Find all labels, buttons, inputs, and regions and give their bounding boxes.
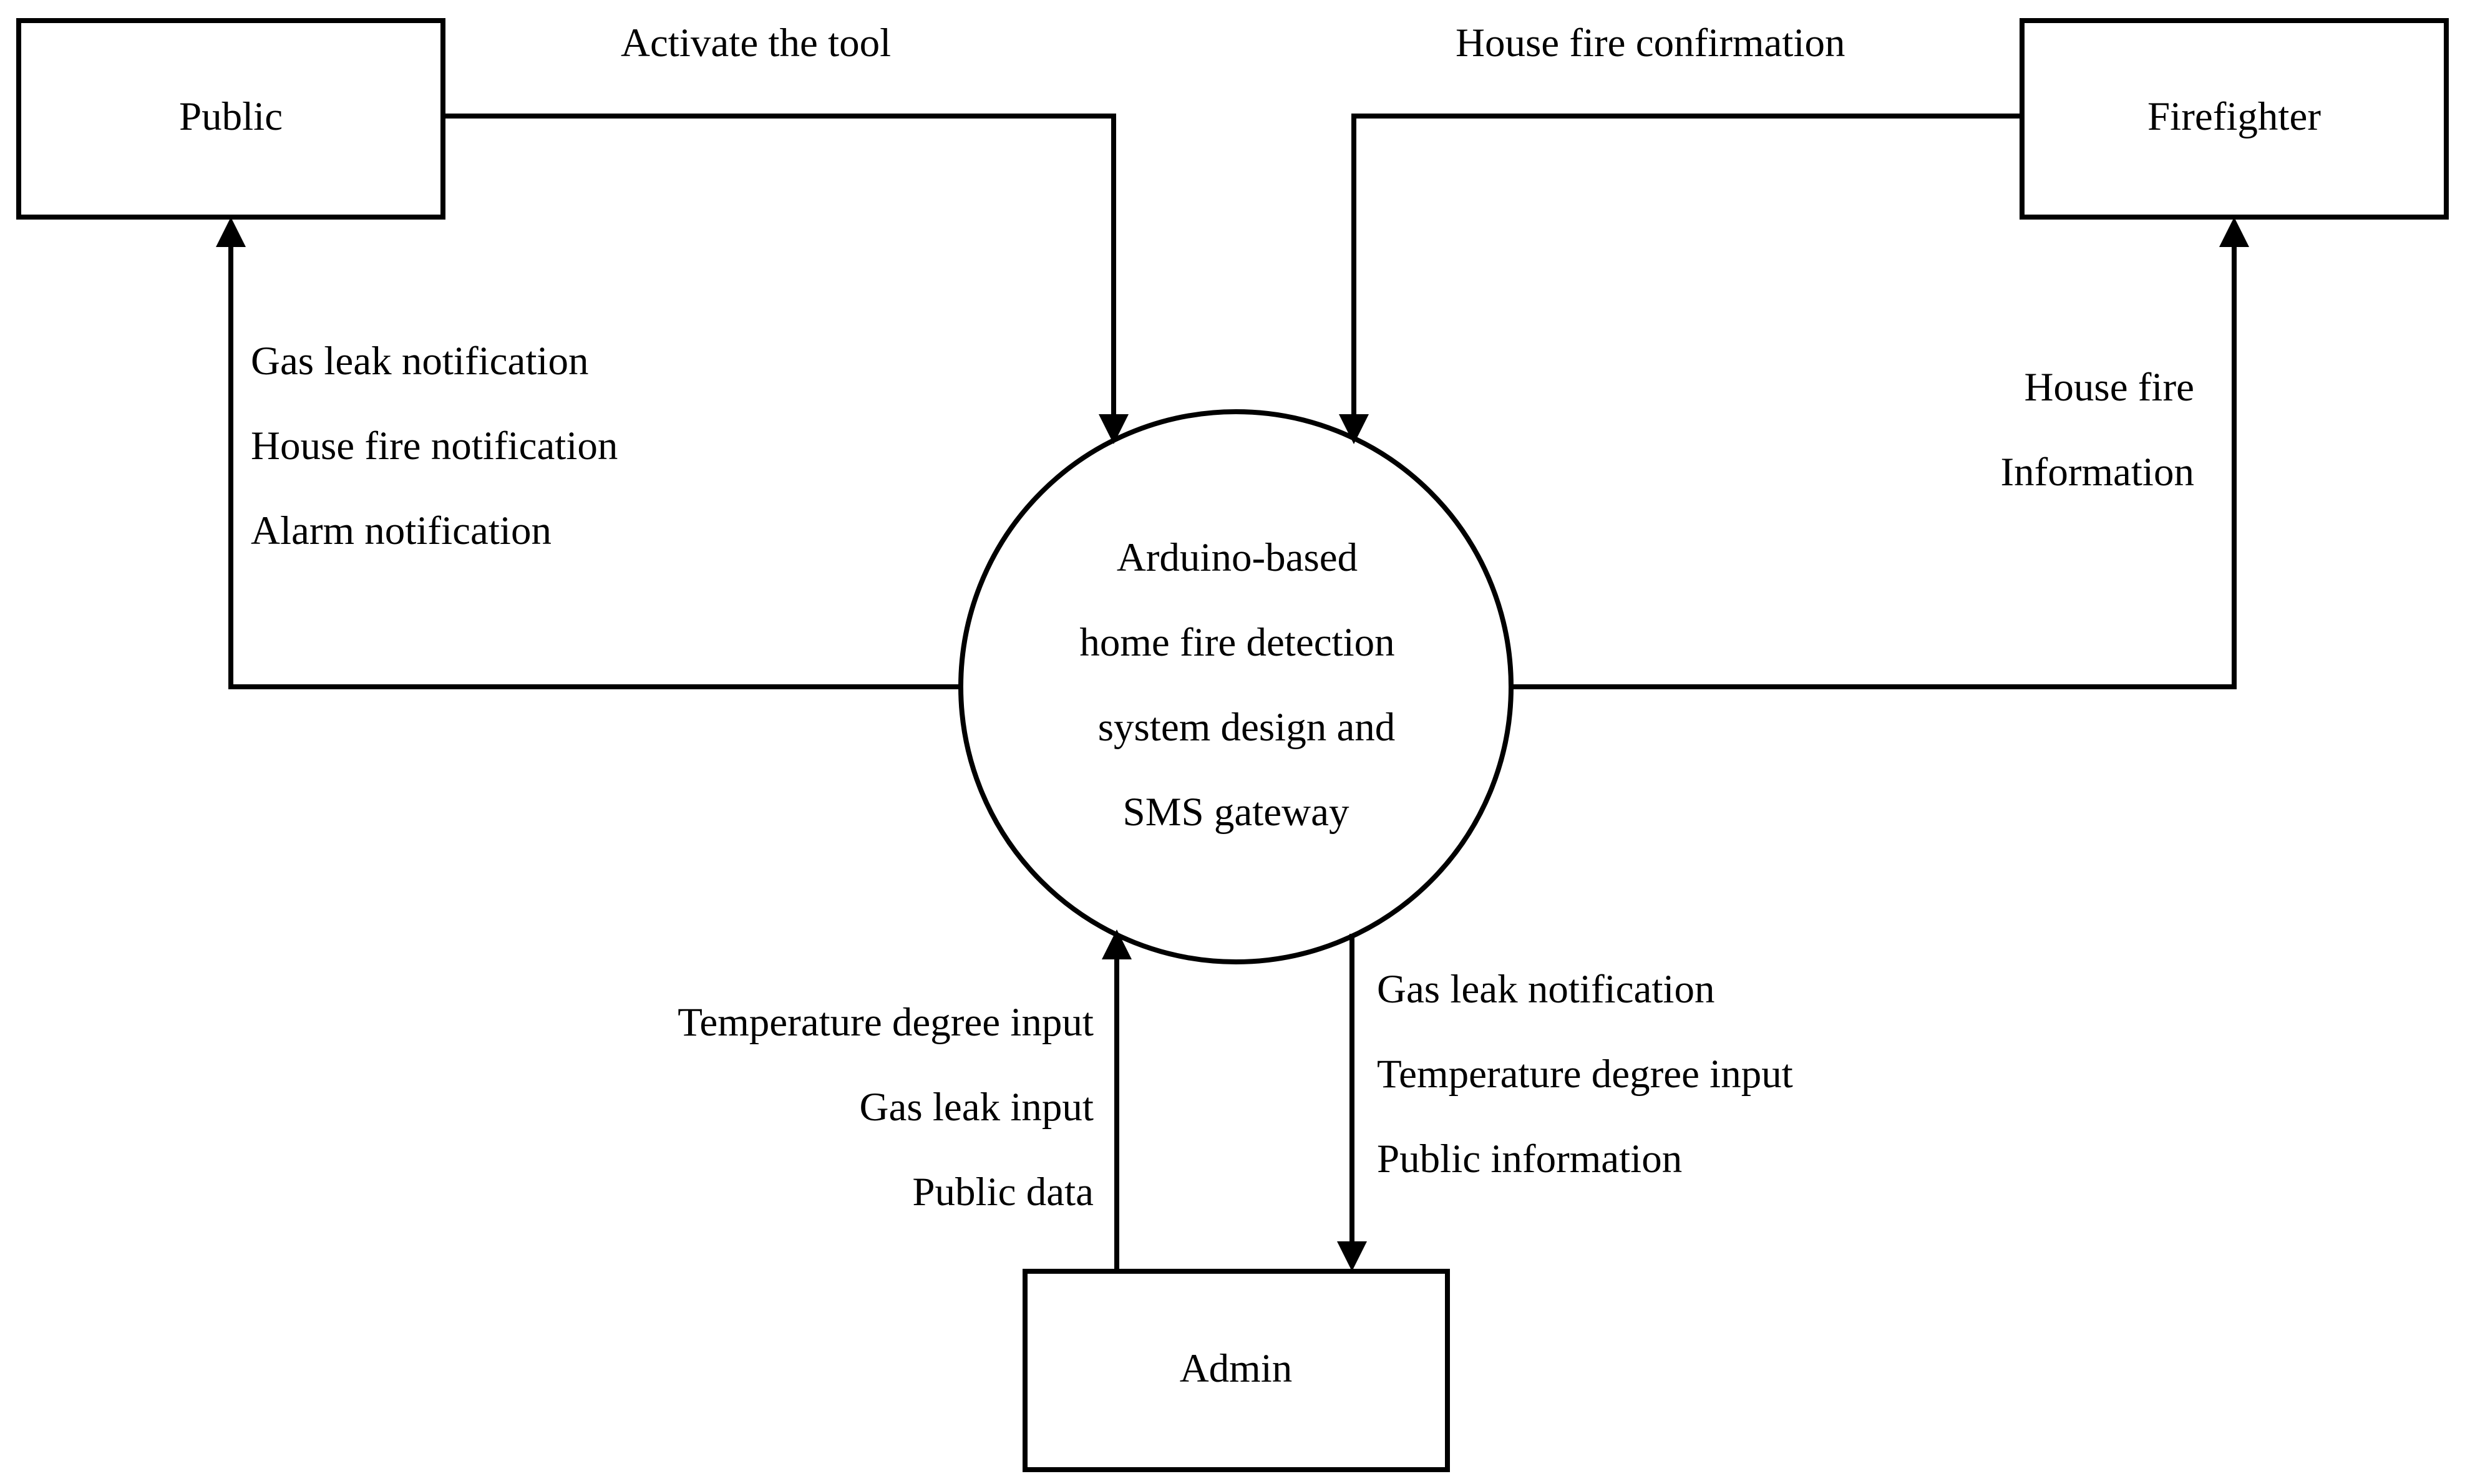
flow-label: Temperature degree input	[678, 1000, 1094, 1045]
flow-label: Gas leak notification	[251, 339, 589, 384]
flow-label: Information	[2001, 450, 2194, 495]
flow-system-to-firefighter-line	[1511, 245, 2237, 689]
flow-label: House fire confirmation	[1456, 21, 1845, 65]
firefighter-entity: Firefighter	[2020, 18, 2449, 220]
process-label-line-3: system design and	[1098, 705, 1396, 750]
admin-box	[1023, 1269, 1450, 1472]
arrowhead-down	[1099, 414, 1129, 444]
flow-public-to-system: Activate the tool	[443, 21, 1129, 444]
flow-public-to-system-line	[443, 114, 1116, 417]
flow-label: House fire notification	[251, 424, 618, 468]
firefighter-box	[2020, 18, 2449, 220]
flow-system-to-admin: Gas leak notification Temperature degree…	[1337, 934, 1793, 1271]
flow-label: House fire	[2024, 365, 2194, 410]
flow-admin-to-system: Temperature degree input Gas leak input …	[678, 929, 1132, 1271]
flow-label: Alarm notification	[251, 508, 552, 553]
flow-label: Gas leak notification	[1377, 967, 1715, 1012]
admin-label: Admin	[1180, 1346, 1293, 1391]
arrowhead-up	[216, 217, 246, 247]
public-entity: Public	[16, 18, 445, 220]
process-label-line-4: SMS gateway	[1123, 790, 1349, 835]
flow-system-to-firefighter: House fire Information	[1511, 217, 2249, 689]
flow-system-to-public: Gas leak notification House fire notific…	[216, 217, 961, 689]
flow-system-to-public-line	[228, 245, 961, 689]
arrowhead-up	[1102, 929, 1132, 959]
flow-firefighter-to-system: House fire confirmation	[1339, 21, 2022, 444]
flow-label: Activate the tool	[621, 21, 891, 65]
flow-label: Public data	[912, 1170, 1094, 1215]
flow-label: Gas leak input	[860, 1085, 1094, 1130]
process-label-line-2: home fire detection	[1079, 620, 1394, 665]
process-circle	[958, 409, 1514, 964]
firefighter-label: Firefighter	[2147, 94, 2321, 139]
admin-entity: Admin	[1023, 1269, 1450, 1472]
process-label-line-1: Arduino-based	[1117, 535, 1358, 580]
flow-firefighter-to-system-line	[1351, 114, 2022, 417]
arrowhead-down	[1337, 1241, 1367, 1271]
arrowhead-up	[2219, 217, 2249, 247]
system-process: Arduino-based home fire detection system…	[958, 409, 1514, 964]
public-label: Public	[179, 94, 283, 139]
flow-label: Temperature degree input	[1377, 1052, 1793, 1097]
public-box	[16, 18, 445, 220]
flow-label: Public information	[1377, 1137, 1682, 1181]
arrowhead-down	[1339, 414, 1369, 444]
